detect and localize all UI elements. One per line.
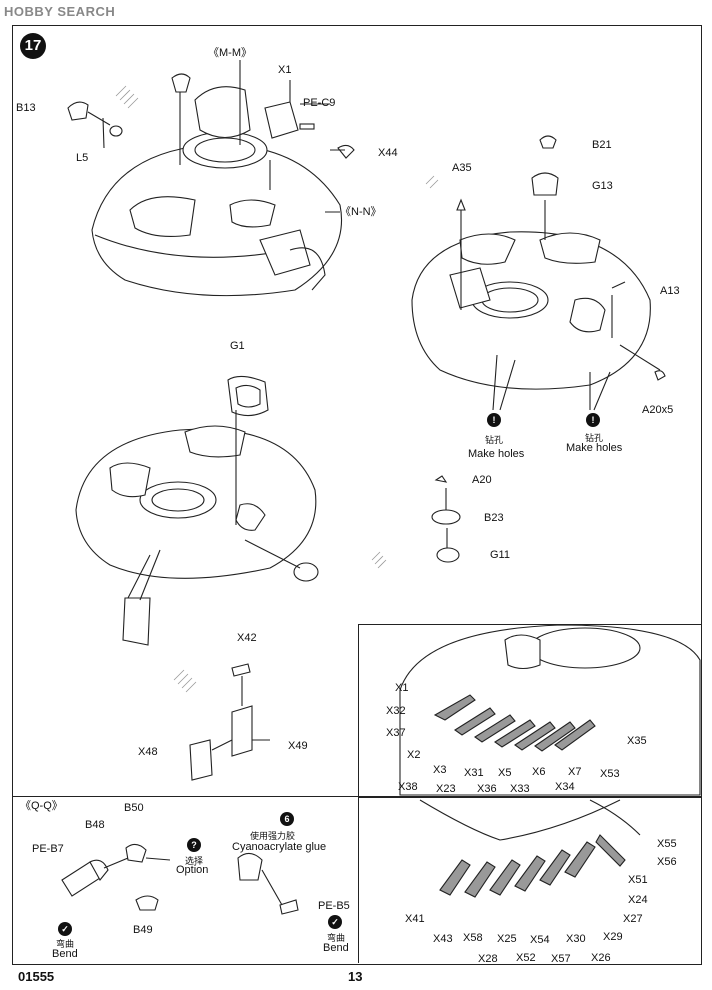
part-x57: X57 (551, 953, 571, 965)
part-x6: X6 (532, 766, 546, 778)
part-x5: X5 (498, 767, 512, 779)
part-pe-b5: PE-B5 (318, 900, 350, 912)
part-x58: X58 (463, 932, 483, 944)
option-note-cn: 选择 (185, 856, 204, 866)
turret-inset-front (399, 624, 701, 796)
part-x1: X1 (395, 682, 409, 694)
part-x25: X25 (497, 933, 517, 945)
part-x43: X43 (433, 933, 453, 945)
part-x37: X37 (386, 727, 406, 739)
part-x32: X32 (386, 705, 406, 717)
option-note-en: Option (176, 864, 209, 876)
watermark-rest: SEARCH (57, 4, 116, 19)
kit-number: 01555 (18, 969, 55, 984)
page-number: 13 (348, 969, 363, 984)
part-pe-c9: PE-C9 (303, 97, 336, 109)
part-a20x5: A20x5 (642, 404, 674, 416)
part-b48: B48 (85, 819, 105, 831)
part-x23: X23 (436, 783, 456, 795)
part-a35: A35 (452, 162, 472, 174)
part-a13: A13 (660, 285, 680, 297)
inset-panel-tracks-front (358, 624, 702, 798)
watermark-brand: HOBBY (4, 4, 54, 19)
glue-note-en: Cyanoacrylate glue (232, 841, 327, 853)
section-nn-label: 《N-N》 (340, 206, 382, 218)
part-g1: G1 (230, 340, 245, 352)
part-g11: G11 (490, 549, 510, 561)
part-b13: B13 (16, 102, 36, 114)
part-x1-top: X1 (278, 64, 292, 76)
section-qq-label: 《Q-Q》 (20, 800, 63, 812)
part-x29: X29 (603, 931, 623, 943)
part-x48: X48 (138, 746, 158, 758)
part-x7: X7 (568, 766, 582, 778)
part-l5: L5 (76, 152, 89, 164)
part-x49: X49 (288, 740, 308, 752)
step-number: 17 (20, 33, 46, 59)
part-x41: X41 (405, 913, 425, 925)
bend-icon: ✓ (58, 922, 72, 936)
part-g13: G13 (592, 180, 613, 192)
part-x28: X28 (478, 953, 498, 965)
part-b23: B23 (484, 512, 504, 524)
bend-icon: ✓ (328, 915, 342, 929)
drill-note-cn-2: 钻孔 (585, 433, 604, 443)
part-pe-b7: PE-B7 (32, 843, 64, 855)
part-x54: X54 (530, 934, 550, 946)
bend-note-cn: 弯曲 (56, 939, 75, 949)
part-x35: X35 (627, 735, 647, 747)
part-x3: X3 (433, 764, 447, 776)
part-x42: X42 (237, 632, 257, 644)
part-x55: X55 (657, 838, 677, 850)
part-x24: X24 (628, 894, 648, 906)
drill-note-en: Make holes (468, 448, 525, 460)
hobbysearch-watermark: HOBBY SEARCH (4, 4, 115, 19)
part-a20: A20 (472, 474, 492, 486)
drill-icon: ! (586, 413, 600, 427)
part-x52: X52 (516, 952, 536, 964)
part-x36: X36 (477, 783, 497, 795)
part-x27: X27 (623, 913, 643, 925)
inset-divider (358, 796, 359, 963)
part-b50: B50 (124, 802, 144, 814)
part-b21: B21 (592, 139, 612, 151)
turret-top-right (411, 231, 651, 390)
part-x56: X56 (657, 856, 677, 868)
part-x53: X53 (600, 768, 620, 780)
bend-note-en-2: Bend (323, 942, 349, 954)
glue-icon: 6 (280, 812, 294, 826)
drill-icon: ! (487, 413, 501, 427)
drill-note-en-2: Make holes (566, 442, 623, 454)
part-x51: X51 (628, 874, 648, 886)
bend-note-cn-2: 弯曲 (327, 933, 346, 943)
part-x34: X34 (555, 781, 575, 793)
part-x38: X38 (398, 781, 418, 793)
part-x26: X26 (591, 952, 611, 964)
part-x2: X2 (407, 749, 421, 761)
inset-panel-bottom (12, 796, 702, 965)
part-x33: X33 (510, 783, 530, 795)
part-b49: B49 (133, 924, 153, 936)
section-mm-label: 《M-M》 (208, 47, 252, 59)
bend-note-en: Bend (52, 948, 78, 960)
glue-note-cn: 使用强力胶 (250, 831, 296, 841)
drill-note-cn: 钻孔 (485, 435, 504, 445)
part-x44: X44 (378, 147, 398, 159)
part-x31: X31 (464, 767, 484, 779)
question-icon: ? (187, 838, 201, 852)
part-x30: X30 (566, 933, 586, 945)
